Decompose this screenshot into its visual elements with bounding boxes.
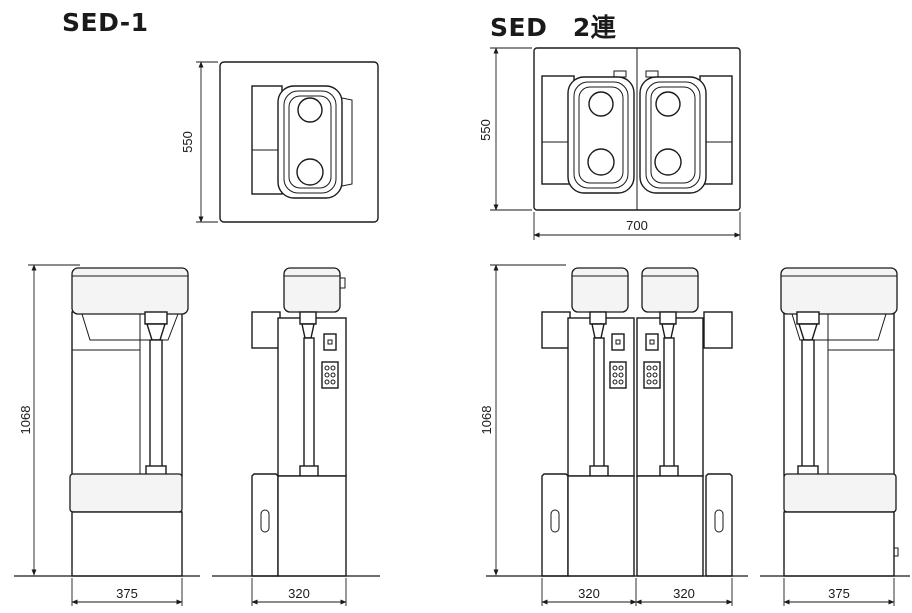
sed2-front-width-right-label: 320 [673, 586, 695, 601]
title-sed-1: SED-1 [62, 8, 149, 37]
sed1-side-width-dimension: 320 [251, 578, 347, 606]
sed2-side-view [780, 267, 899, 577]
sed2-top-depth-label: 550 [478, 119, 493, 141]
sed1-top-depth-dimension: 550 [180, 61, 218, 223]
sed1-front-height-dimension: 1068 [18, 264, 80, 576]
title-sed-2ren: SED 2連 [490, 13, 617, 42]
sed2-top-depth-dimension: 550 [478, 47, 532, 211]
sed1-side-width-label: 320 [288, 586, 310, 601]
sed2-top-view [533, 47, 741, 211]
sed2-top-width-dimension: 700 [533, 212, 741, 240]
sed2-front-width-left-label: 320 [578, 586, 600, 601]
sed2-front-width-dimension: 320 320 [541, 578, 733, 606]
sed1-front-width-dimension: 375 [71, 578, 183, 606]
sed1-top-view [219, 61, 379, 223]
sed1-top-depth-label: 550 [180, 131, 195, 153]
sed2-front-view [541, 267, 733, 577]
sed1-front-view [69, 267, 189, 577]
sed1-front-height-label: 1068 [18, 406, 33, 435]
sed1-front-width-label: 375 [116, 586, 138, 601]
sed2-top-width-label: 700 [626, 218, 648, 233]
sed2-side-width-label: 375 [828, 586, 850, 601]
sed2-front-height-dimension: 1068 [479, 264, 566, 576]
sed2-side-width-dimension: 375 [783, 578, 895, 606]
sed1-side-view [251, 267, 347, 577]
sed2-front-height-label: 1068 [479, 406, 494, 435]
